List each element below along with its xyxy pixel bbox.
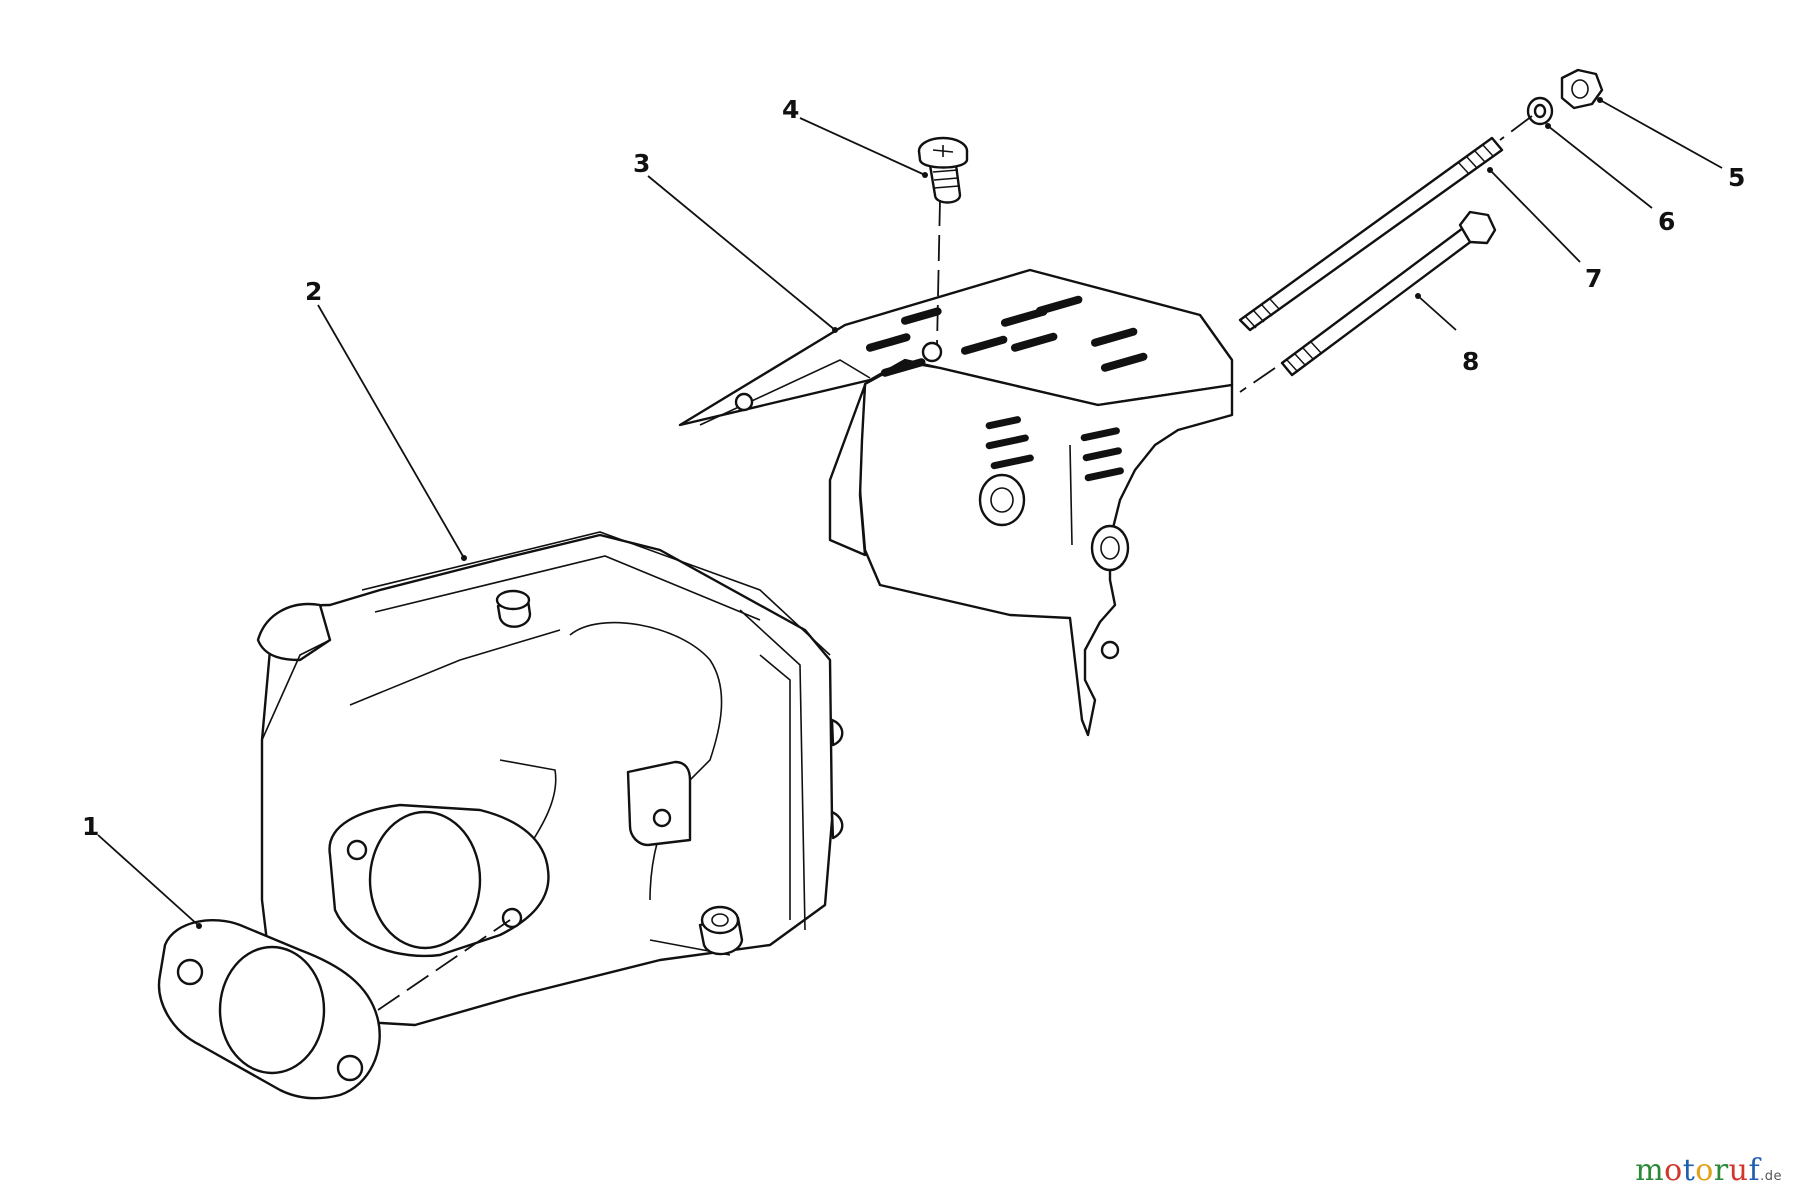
lock-washer: [1526, 96, 1554, 126]
hex-nut: [1560, 68, 1604, 110]
callout-7: 7: [1585, 264, 1602, 293]
watermark-suffix: .de: [1760, 1169, 1782, 1184]
watermark-letter: t: [1682, 1153, 1696, 1188]
bolt: [1280, 210, 1497, 377]
callout-4: 4: [782, 95, 799, 124]
watermark-letter: o: [1664, 1153, 1683, 1188]
watermark-letter: u: [1728, 1153, 1749, 1188]
muffler: [256, 531, 844, 1027]
callout-5: 5: [1728, 163, 1745, 192]
callout-1: 1: [82, 812, 99, 841]
callout-2: 2: [305, 277, 322, 306]
screw: [917, 136, 969, 204]
exhaust-gasket: [157, 918, 381, 1100]
callout-labels: 1 2 3 4 5 6 7 8: [82, 95, 1745, 841]
callout-6: 6: [1658, 207, 1675, 236]
watermark-letter: o: [1695, 1153, 1714, 1188]
callout-8: 8: [1462, 347, 1479, 376]
callout-leader-lines: [97, 97, 1723, 929]
watermark-logo: motoruf.de: [1635, 1153, 1782, 1188]
threaded-stud: [1238, 136, 1504, 332]
watermark-letter: m: [1635, 1153, 1665, 1188]
shield-vent-slots: [865, 295, 1148, 482]
watermark-letter: r: [1713, 1153, 1729, 1188]
assembly-center-lines: [377, 115, 1533, 1011]
watermark-letter: f: [1748, 1153, 1761, 1188]
callout-3: 3: [633, 149, 650, 178]
heat-shield: [678, 268, 1234, 737]
